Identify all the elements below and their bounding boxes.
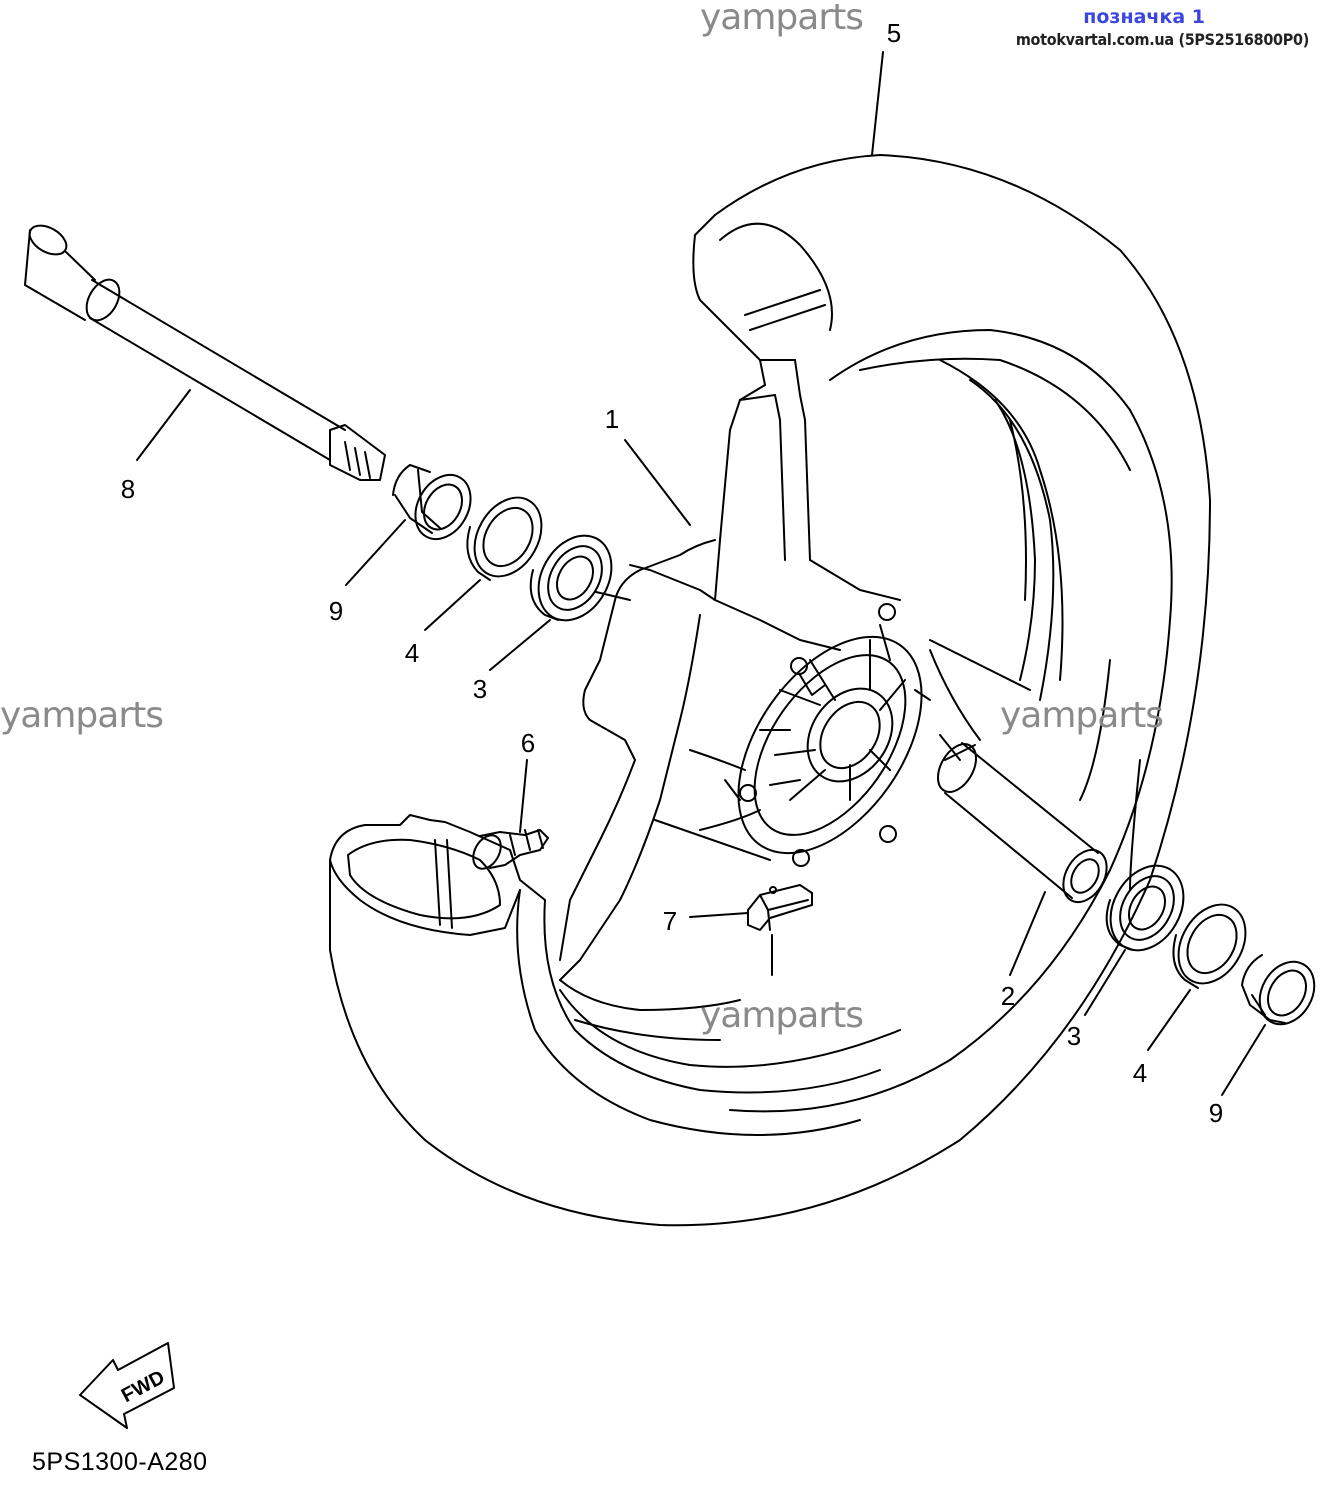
tire-outline bbox=[329, 154, 1211, 1227]
callout-9-right: 9 bbox=[1209, 1098, 1223, 1128]
wheel-hub-casting bbox=[559, 359, 1031, 1011]
valve-part-6 bbox=[472, 829, 549, 870]
bearing-part-3-left bbox=[529, 534, 631, 622]
callout-1: 1 bbox=[605, 404, 619, 434]
callout-4-left: 4 bbox=[405, 638, 419, 668]
axle-part-8 bbox=[24, 224, 386, 481]
source-reference: motokvartal.com.ua (5PS2516800P0) bbox=[1015, 30, 1309, 49]
leader-lines bbox=[136, 51, 1266, 1096]
oil-seal-part-4-right bbox=[1172, 903, 1247, 989]
callout-3-left: 3 bbox=[473, 674, 487, 704]
watermark: yamparts bbox=[700, 995, 864, 1036]
collar-part-9-right bbox=[1241, 954, 1316, 1026]
oil-seal-part-4-left bbox=[466, 496, 543, 581]
fwd-label: FWD bbox=[118, 1366, 169, 1407]
callout-9-left: 9 bbox=[329, 596, 343, 626]
diagram-code: 5PS1300-A280 bbox=[32, 1448, 208, 1476]
label-tag: позначка 1 bbox=[1083, 6, 1205, 28]
callout-2: 2 bbox=[1001, 981, 1015, 1011]
watermark: yamparts bbox=[700, 0, 864, 38]
collar-part-9-left bbox=[392, 464, 472, 540]
bearing-part-3-right bbox=[1105, 864, 1185, 952]
callout-4-right: 4 bbox=[1133, 1058, 1147, 1088]
balance-weight-part-7 bbox=[747, 884, 813, 931]
callout-7: 7 bbox=[663, 906, 677, 936]
callout-5: 5 bbox=[887, 18, 901, 48]
spacer-part-2 bbox=[937, 742, 1108, 904]
callout-8: 8 bbox=[121, 474, 135, 504]
callout-3-right: 3 bbox=[1067, 1021, 1081, 1051]
watermark: yamparts bbox=[1000, 695, 1164, 736]
fwd-arrow-icon bbox=[79, 1342, 175, 1429]
watermark: yamparts bbox=[0, 695, 164, 736]
callout-6: 6 bbox=[521, 728, 535, 758]
